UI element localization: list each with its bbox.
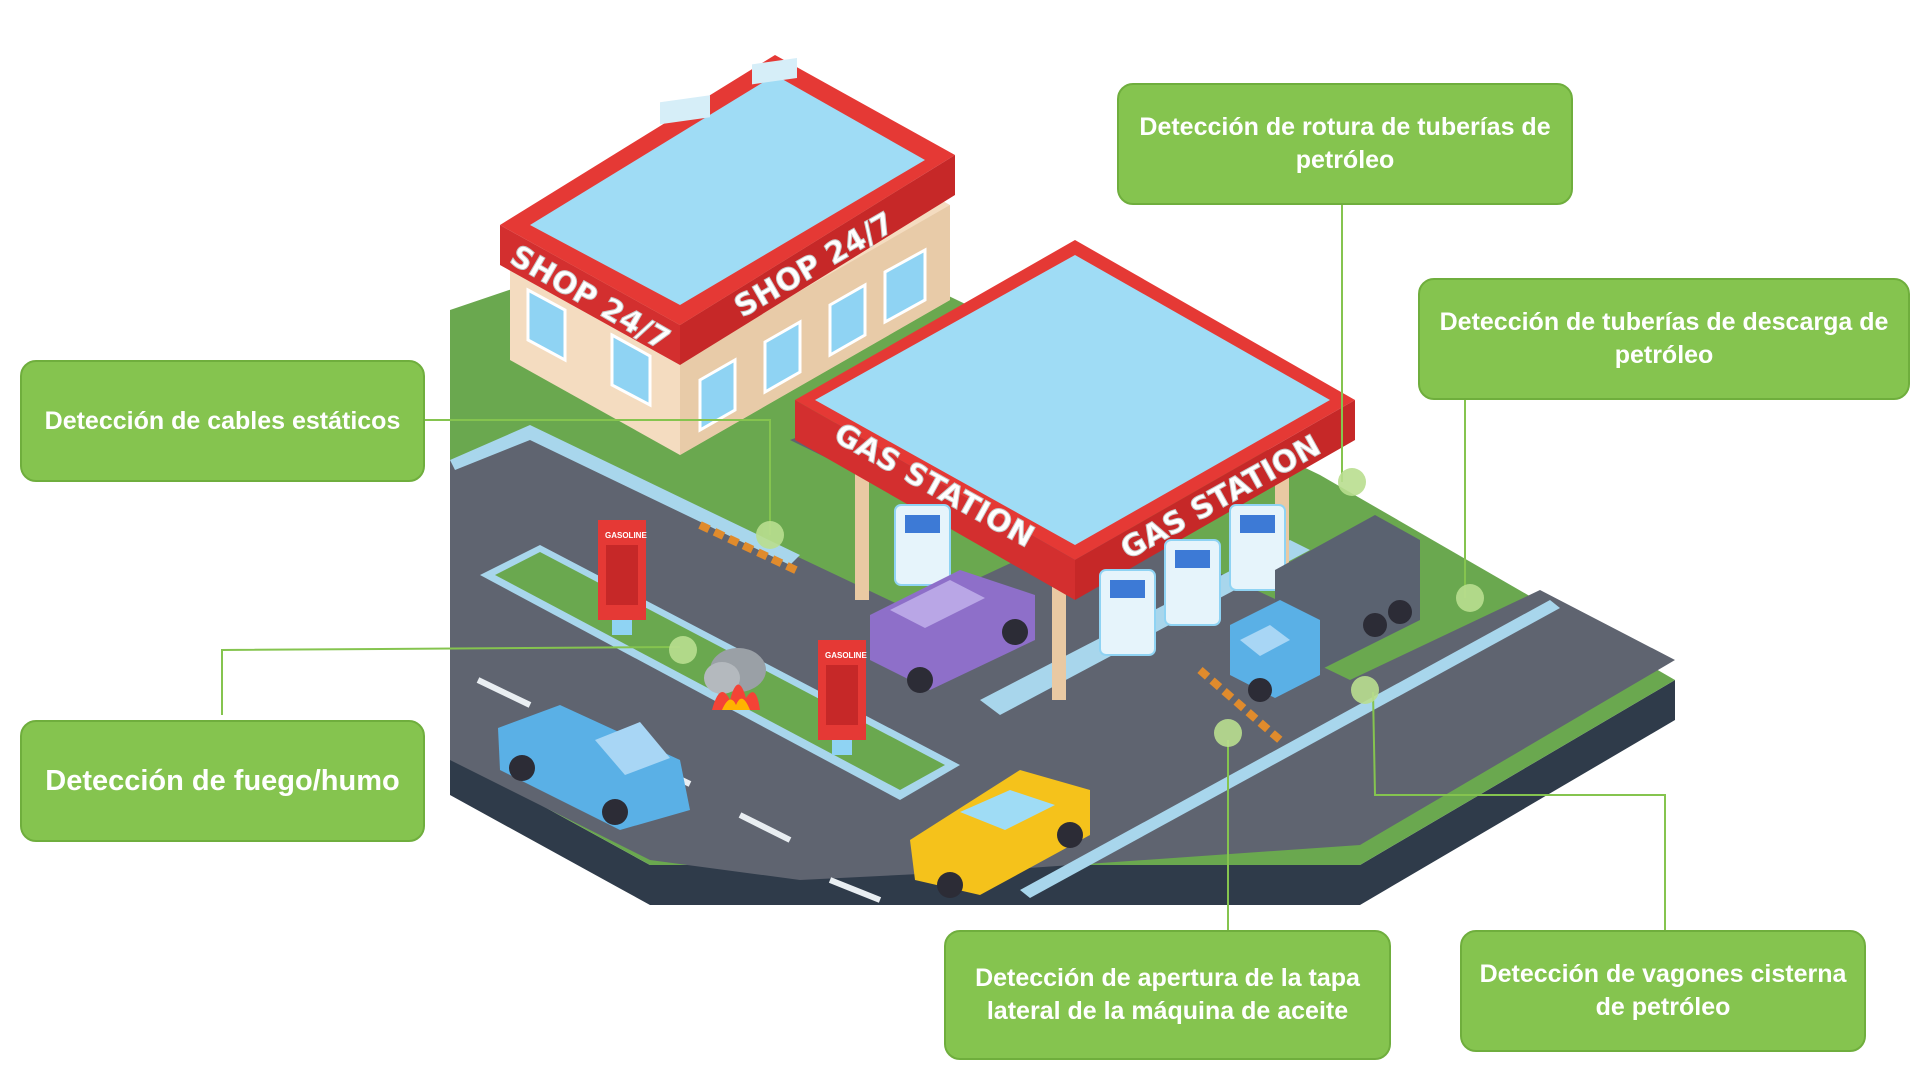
point-tank-wagons	[1351, 676, 1379, 704]
fuel-pumps	[894, 504, 1286, 656]
callout-side-cover: Detección de apertura de la tapa lateral…	[944, 930, 1391, 1060]
point-fire-smoke	[669, 636, 697, 664]
truck	[1230, 515, 1420, 702]
detection-points	[669, 468, 1484, 747]
callout-static-cables-text: Detección de cables estáticos	[44, 406, 401, 435]
connector-lines	[221, 202, 1666, 930]
point-pipe-rupture	[1338, 468, 1366, 496]
callout-fire-smoke-text: Detección de fuego/humo	[45, 764, 400, 797]
gasoline-sign-1: GASOLINE	[598, 520, 647, 635]
callout-discharge-pipes-text: Detección de tuberías de descarga de pet…	[1439, 308, 1889, 369]
point-static-cables	[756, 521, 784, 549]
callout-pipe-rupture: Detección de rotura de tuberías de petró…	[1117, 83, 1573, 205]
callout-discharge-pipes: Detección de tuberías de descarga de pet…	[1418, 278, 1910, 400]
shop-building: SHOP 24/7 SHOP 24/7	[500, 55, 955, 455]
curb-top	[450, 425, 800, 565]
callout-side-cover-text: Detección de apertura de la tapa lateral…	[975, 964, 1360, 1025]
fire-smoke-icon	[704, 648, 766, 710]
curb-front	[1020, 600, 1560, 898]
callout-fire-smoke: Detección de fuego/humo	[20, 720, 425, 842]
barriers	[698, 521, 1283, 744]
callout-static-cables: Detección de cables estáticos	[20, 360, 425, 482]
callout-tank-wagons-text: Detección de vagones cisterna de petróle…	[1479, 960, 1847, 1021]
callout-pipe-rupture-text: Detección de rotura de tuberías de petró…	[1139, 113, 1551, 174]
yellow-car	[910, 770, 1090, 898]
point-side-cover	[1214, 719, 1242, 747]
gasoline-sign-2: GASOLINE	[818, 640, 867, 755]
blue-pickup	[498, 705, 690, 830]
callout-tank-wagons: Detección de vagones cisterna de petróle…	[1460, 930, 1866, 1052]
purple-pickup	[870, 570, 1035, 693]
gas-station-canopy: GAS STATION GAS STATION	[795, 240, 1355, 700]
point-discharge-pipes	[1456, 584, 1484, 612]
svg-text:GASOLINE: GASOLINE	[825, 651, 867, 660]
svg-text:GASOLINE: GASOLINE	[605, 531, 647, 540]
